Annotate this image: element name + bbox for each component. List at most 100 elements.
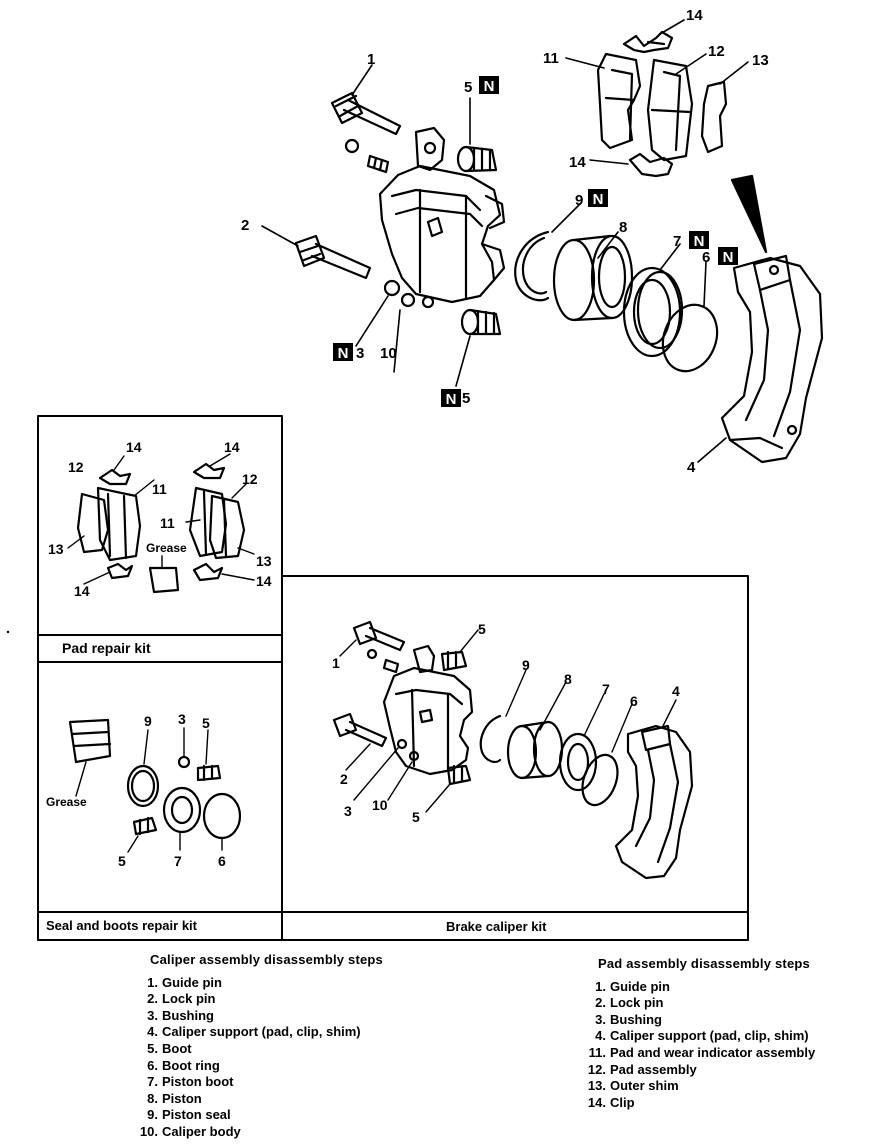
svg-text:5: 5 [412,809,420,825]
svg-text:12: 12 [68,459,84,475]
callout-8: 8 [619,219,627,236]
svg-text:11: 11 [160,515,175,531]
caliper-steps-title: Caliper assembly disassembly steps [150,952,383,967]
svg-text:13: 13 [256,553,272,569]
svg-text:4: 4 [672,683,680,699]
list-item: 11.Pad and wear indicator assembly [588,1044,816,1060]
callout-12: 12 [708,43,725,60]
callout-10: 10 [380,345,397,362]
brake-caliper-kit-box [281,575,749,941]
callout-9: 9 [575,192,583,209]
svg-text:5: 5 [118,853,126,869]
list-item: 12.Pad assembly [587,1061,697,1077]
caliper-support-part [720,254,824,464]
list-item: 8.Piston [147,1090,202,1106]
callout-11: 11 [543,50,559,67]
boot-lower-part [460,308,502,336]
caliper-body-part [378,126,506,309]
caliper-steps-list: Caliper assembly disassembly steps 1.Gui… [140,952,383,1141]
callout-1: 1 [367,51,375,68]
svg-text:1: 1 [332,655,340,671]
svg-text:7: 7 [174,853,182,869]
exploded-view-diagram: N N N N N N 1 2 3 4 5 5 6 7 8 9 10 11 12… [6,7,824,941]
callout-6: 6 [702,249,710,266]
list-item: 9.Piston seal [147,1107,231,1123]
caliper-kit-callouts: 1 5 9 8 7 6 4 2 3 10 5 [332,621,680,825]
svg-text:N: N [723,249,734,266]
guide-pin-part [330,91,402,136]
svg-text:14: 14 [74,583,90,599]
pad-repair-kit-box [37,415,283,663]
callout-14-lower: 14 [569,154,586,171]
svg-text:5: 5 [202,715,210,731]
list-item: 2.Lock pin [595,995,664,1011]
piston-boot-part [622,266,684,358]
callout-14-upper: 14 [686,7,703,24]
callout-13: 13 [752,52,769,69]
list-item: 2.Lock pin [147,991,216,1007]
svg-text:10: 10 [372,797,388,813]
main-callouts: 1 2 3 4 5 5 6 7 8 9 10 11 12 13 14 14 [241,7,769,476]
svg-text:5: 5 [478,621,486,637]
boot-upper-part [456,145,498,173]
callout-7: 7 [673,233,681,250]
callout-3: 3 [356,345,364,362]
pad-steps-title: Pad assembly disassembly steps [598,956,810,971]
pad-kit-callouts: 14 12 11 13 14 14 12 11 13 14 Grease [48,439,272,599]
svg-text:11: 11 [152,481,167,497]
caliper-steps-items: 1.Guide pin 2.Lock pin 3.Bushing 4.Calip… [134,975,383,1141]
list-item: 4.Caliper support (pad, clip, shim) [595,1028,809,1044]
svg-text:3: 3 [178,711,186,727]
list-item: 4.Caliper support (pad, clip, shim) [147,1024,361,1040]
pad-assembly-part [646,58,694,162]
svg-text:12: 12 [242,471,258,487]
svg-text:9: 9 [522,657,530,673]
list-item: 1.Guide pin [147,974,222,990]
list-item: 13.Outer shim [587,1078,679,1094]
piston-part [552,234,634,322]
svg-text:N: N [338,345,349,362]
callout-4: 4 [687,459,696,476]
svg-text:14: 14 [224,439,240,455]
list-item: 3.Bushing [147,1007,214,1023]
clip-lower-part [628,152,674,178]
svg-text:9: 9 [144,713,152,729]
outer-shim-part [700,80,728,154]
svg-text:Grease: Grease [146,541,187,555]
pad-steps-items: 1.Guide pin 2.Lock pin 3.Bushing 4.Calip… [582,979,815,1112]
list-item: 1.Guide pin [595,978,670,994]
boot-ring-part [661,303,719,373]
seal-boots-kit-label: Seal and boots repair kit [46,918,198,933]
list-item: 10.Caliper body [139,1123,241,1139]
svg-text:13: 13 [48,541,64,557]
callout-5-upper: 5 [464,79,472,96]
svg-text:14: 14 [256,573,272,589]
svg-text:14: 14 [126,439,142,455]
pad-steps-list: Pad assembly disassembly steps 1.Guide p… [588,956,815,1111]
svg-text:N: N [446,391,457,408]
new-part-marks: N N N N N N [333,76,738,408]
piston-seal-part [514,230,550,302]
svg-text:N: N [484,78,495,95]
svg-text:2: 2 [340,771,348,787]
list-item: 14.Clip [587,1094,635,1110]
callout-2: 2 [241,217,249,234]
lock-pin-part [294,234,372,280]
svg-text:Grease: Grease [46,795,87,809]
brake-caliper-kit-label: Brake caliper kit [446,919,547,934]
pad-repair-kit-label: Pad repair kit [62,640,151,656]
svg-text:3: 3 [344,803,352,819]
svg-text:N: N [593,191,604,208]
pad-wear-indicator-part [596,52,642,150]
svg-text:7: 7 [602,681,610,697]
clip-upper-part [622,30,674,54]
callout-5-lower: 5 [462,390,470,407]
svg-text:6: 6 [218,853,226,869]
svg-text:8: 8 [564,671,572,687]
svg-text:6: 6 [630,693,638,709]
list-item: 5.Boot [147,1040,192,1056]
list-item: 3.Bushing [595,1011,662,1027]
list-item: 6.Boot ring [147,1057,220,1073]
seal-kit-callouts: 9 3 5 5 7 6 Grease [46,711,226,869]
svg-text:N: N [694,233,705,250]
